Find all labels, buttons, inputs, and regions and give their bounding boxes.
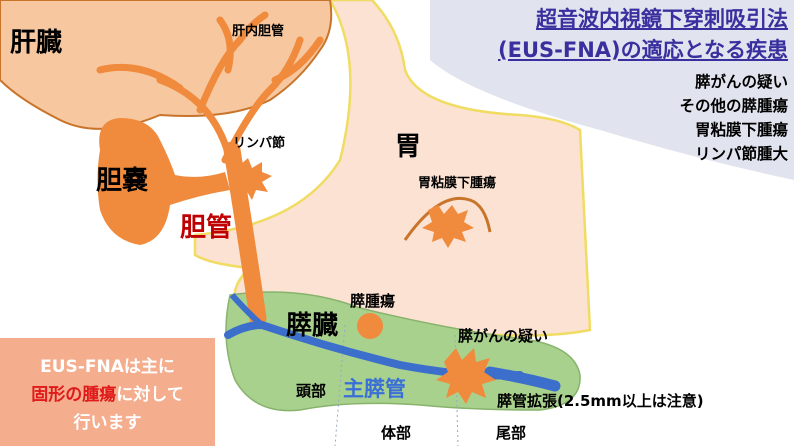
note-highlight: 固形の腫瘍 [31,385,117,405]
tail-label: 尾部 [496,424,527,442]
indication-item: 胃粘膜下腫瘍 [694,121,788,139]
lymph-node-mass [230,158,272,200]
title-line-2: (EUS-FNA)の適応となる疾患 [498,38,788,62]
main-duct-label: 主膵管 [343,377,406,401]
pancreatic-cancer-label: 膵がんの疑い [458,327,549,345]
note-line-2: 固形の腫瘍に対して [0,380,215,405]
intrahepatic-ducts [96,11,324,164]
note-box: EUS-FNAは主に 固形の腫瘍に対して 行います [0,338,215,446]
pancreas-label: 膵臓 [286,311,339,341]
body-label: 体部 [381,424,412,442]
pancreatic-tumor-circle [357,313,383,339]
intrahepatic-duct-label: 肝内胆管 [232,24,285,39]
liver-label: 肝臓 [10,28,63,58]
gallbladder-label: 胆嚢 [96,166,149,196]
indication-item: リンパ節腫大 [694,145,788,163]
note-line-3: 行います [73,413,142,433]
common-bile-duct [223,141,267,327]
indication-item: その他の膵腫瘍 [679,97,788,115]
title-background-blob [430,0,794,180]
gastric-smt-label: 胃粘膜下腫瘍 [418,176,497,191]
head-label: 頭部 [296,382,327,400]
duct-dilation-label: 膵管拡張(2.5mm以上は注意) [497,392,704,410]
note-line-1: EUS-FNAは主に [40,357,175,377]
stomach-label: 胃 [395,132,422,162]
lymph-node-label: リンパ節 [233,136,286,151]
title-line-1: 超音波内視鏡下穿刺吸引法 [536,7,788,31]
gastric-wall-arc [403,196,492,241]
bile-to-duct-junction [229,292,264,328]
gallbladder-shape [97,118,230,245]
indication-list: 膵がんの疑い その他の膵腫瘍 胃粘膜下腫瘍 リンパ節腫大 [440,70,788,166]
pancreatic-cancer-mass [436,348,496,404]
gastric-smt-tumor [422,205,474,248]
head-body-divider [334,324,346,446]
bile-duct-label: 胆管 [180,213,233,243]
title-block: 超音波内視鏡下穿刺吸引法 (EUS-FNA)の適応となる疾患 膵がんの疑い その… [440,4,788,166]
pancreatic-tumor-label: 膵腫瘍 [350,292,396,310]
dilated-duct-segment [484,366,561,392]
indication-item: 膵がんの疑い [694,73,788,91]
note-line-2-rest: に対して [116,385,184,405]
